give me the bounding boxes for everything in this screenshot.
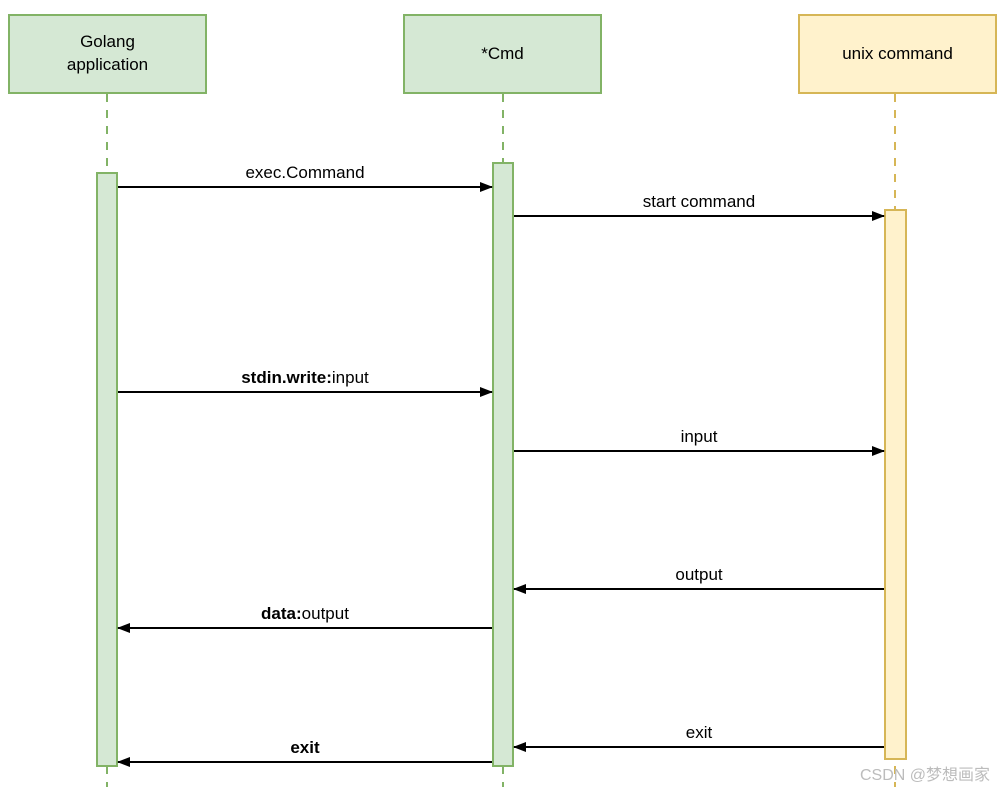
message-exit-unix: exit: [513, 722, 884, 752]
actor-label-unix-command: unix command: [842, 43, 953, 63]
arrow-line: [514, 746, 884, 748]
actor-box-cmd: *Cmd: [403, 14, 602, 94]
actor-label-cmd: *Cmd: [481, 43, 524, 63]
activation-bar-unix-command: [884, 209, 907, 760]
arrowhead-right-icon: [872, 446, 885, 456]
arrowhead-right-icon: [480, 182, 493, 192]
arrowhead-right-icon: [480, 387, 493, 397]
message-input: input: [514, 426, 885, 456]
arrow-line: [118, 761, 492, 763]
message-label: exit: [290, 738, 320, 758]
arrowhead-left-icon: [117, 757, 130, 767]
activation-bar-cmd: [492, 162, 514, 767]
message-label: output: [675, 565, 723, 585]
arrowhead-left-icon: [513, 584, 526, 594]
message-data-output: data:output: [117, 603, 492, 633]
message-exec-command: exec.Command: [118, 162, 493, 192]
message-exit-cmd: exit: [117, 737, 492, 767]
message-start-command: start command: [514, 191, 885, 221]
arrowhead-left-icon: [117, 623, 130, 633]
actor-box-golang-application: Golang application: [8, 14, 207, 94]
arrow-line: [118, 186, 492, 188]
message-label: exit: [685, 723, 713, 743]
arrow-line: [514, 450, 884, 452]
csdn-watermark: CSDN @梦想画家: [859, 767, 990, 784]
arrow-line: [118, 627, 492, 629]
message-label: input: [680, 427, 718, 447]
arrow-line: [118, 391, 492, 393]
actor-box-unix-command: unix command: [798, 14, 997, 94]
arrowhead-right-icon: [872, 211, 885, 221]
message-label: start command: [642, 192, 756, 212]
arrowhead-left-icon: [513, 742, 526, 752]
arrow-line: [514, 588, 884, 590]
message-label: stdin.write:input: [241, 368, 369, 388]
message-label: data:output: [261, 604, 349, 624]
actor-label-golang-application: Golang application: [66, 32, 149, 74]
message-output: output: [513, 564, 884, 594]
activation-bar-golang-application: [96, 172, 118, 767]
message-label: exec.Command: [245, 163, 365, 183]
message-stdin-write-input: stdin.write:input: [118, 367, 493, 397]
arrow-line: [514, 215, 884, 217]
